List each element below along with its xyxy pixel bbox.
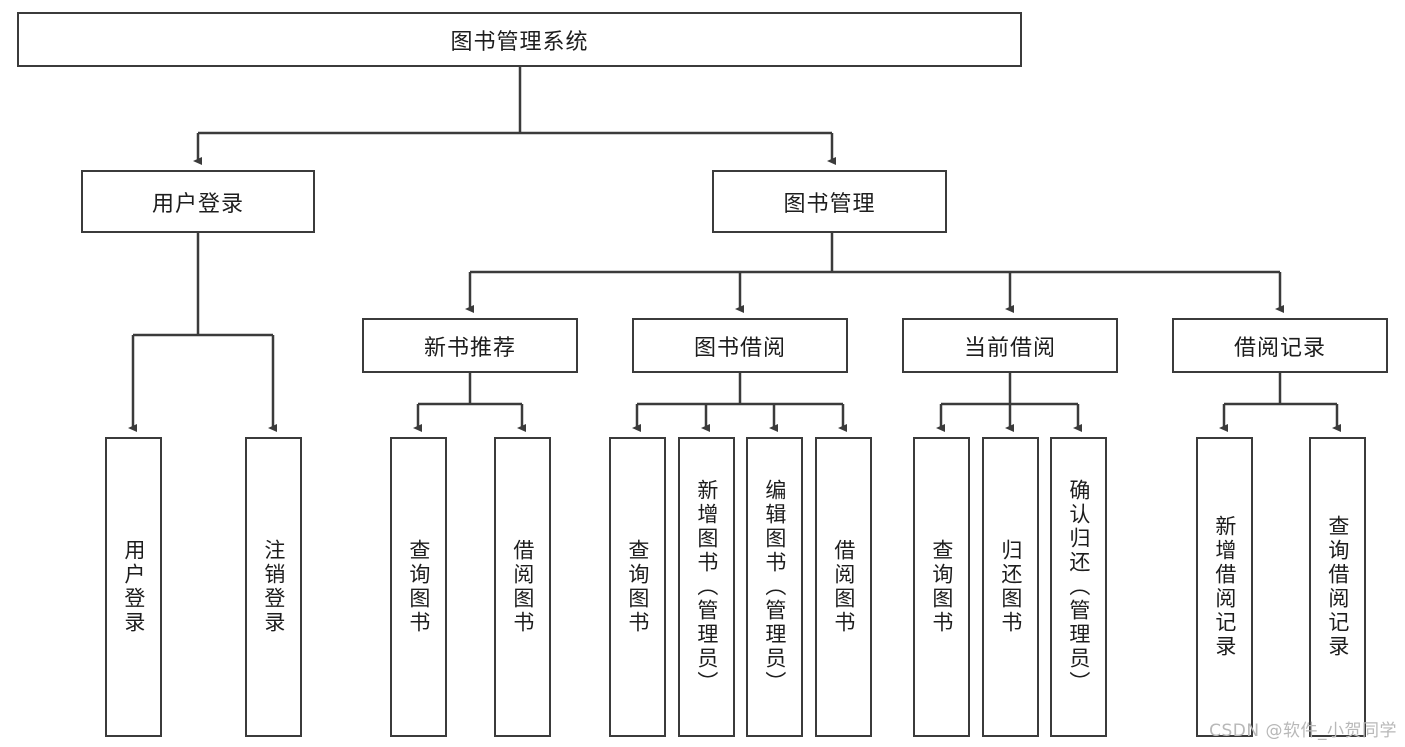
node-book-management[interactable]: 图书管理 bbox=[712, 170, 947, 233]
node-label: 归还图书 bbox=[998, 539, 1023, 635]
node-label: 新书推荐 bbox=[423, 335, 516, 361]
node-label: 用户登录 bbox=[121, 539, 146, 635]
node-label: 借阅记录 bbox=[1233, 335, 1326, 361]
node-label: 当前借阅 bbox=[963, 335, 1056, 361]
node-borrow-record[interactable]: 借阅记录 bbox=[1172, 318, 1388, 373]
node-label: 编辑图书（管理员） bbox=[762, 479, 787, 695]
leaf-book-borrow-add-book-admin[interactable]: 新增图书（管理员） bbox=[678, 437, 735, 737]
leaf-user-login-logout[interactable]: 注销登录 bbox=[245, 437, 302, 737]
leaf-new-book-query-book[interactable]: 查询图书 bbox=[390, 437, 447, 737]
node-label: 查询图书 bbox=[625, 539, 650, 635]
node-label: 确认归还（管理员） bbox=[1066, 479, 1091, 695]
node-new-book-recommend[interactable]: 新书推荐 bbox=[362, 318, 578, 373]
node-label: 用户登录 bbox=[151, 191, 244, 217]
leaf-book-borrow-borrow-book[interactable]: 借阅图书 bbox=[815, 437, 872, 737]
node-label: 查询图书 bbox=[406, 539, 431, 635]
node-root-system[interactable]: 图书管理系统 bbox=[17, 12, 1022, 67]
node-label: 查询借阅记录 bbox=[1325, 515, 1350, 659]
node-label: 新增图书（管理员） bbox=[694, 479, 719, 695]
node-label: 借阅图书 bbox=[831, 539, 856, 635]
node-current-borrow[interactable]: 当前借阅 bbox=[902, 318, 1118, 373]
node-book-borrow[interactable]: 图书借阅 bbox=[632, 318, 848, 373]
node-label: 借阅图书 bbox=[510, 539, 535, 635]
node-label: 查询图书 bbox=[929, 539, 954, 635]
node-label: 新增借阅记录 bbox=[1212, 515, 1237, 659]
leaf-current-borrow-return-book[interactable]: 归还图书 bbox=[982, 437, 1039, 737]
node-label: 图书管理 bbox=[783, 191, 876, 217]
node-user-login[interactable]: 用户登录 bbox=[81, 170, 315, 233]
leaf-borrow-record-query-record[interactable]: 查询借阅记录 bbox=[1309, 437, 1366, 737]
node-label: 图书管理系统 bbox=[450, 29, 589, 55]
leaf-new-book-borrow-book[interactable]: 借阅图书 bbox=[494, 437, 551, 737]
node-label: 注销登录 bbox=[261, 539, 286, 635]
leaf-current-borrow-query-book[interactable]: 查询图书 bbox=[913, 437, 970, 737]
leaf-book-borrow-query-book[interactable]: 查询图书 bbox=[609, 437, 666, 737]
leaf-book-borrow-edit-book-admin[interactable]: 编辑图书（管理员） bbox=[746, 437, 803, 737]
leaf-current-borrow-confirm-return-admin[interactable]: 确认归还（管理员） bbox=[1050, 437, 1107, 737]
leaf-user-login-do-login[interactable]: 用户登录 bbox=[105, 437, 162, 737]
node-label: 图书借阅 bbox=[693, 335, 786, 361]
leaf-borrow-record-add-record[interactable]: 新增借阅记录 bbox=[1196, 437, 1253, 737]
